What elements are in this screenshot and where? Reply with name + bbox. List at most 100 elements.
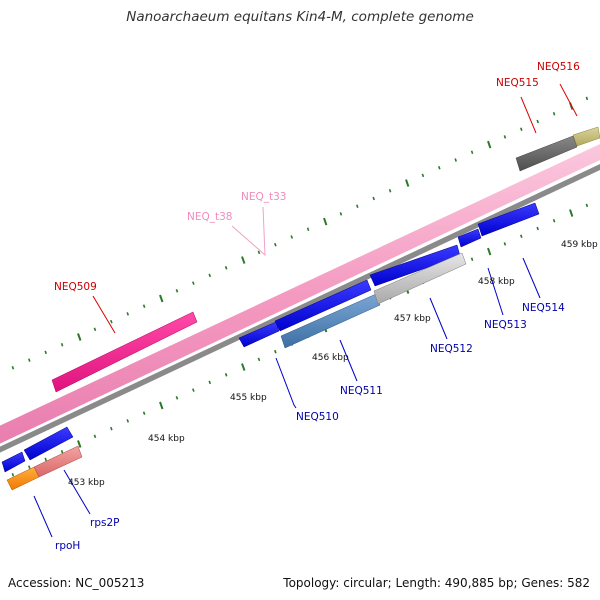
outer-track-tick [175,289,179,293]
leader-neq515 [520,96,537,134]
gene-blue-small-a[interactable] [1,451,26,473]
outer-track-tick [44,350,47,355]
gene-label-neq513[interactable]: NEQ513 [484,319,527,331]
outer-track-tick [257,250,261,255]
accession-text: Accession: NC_005213 [8,576,145,590]
outer-track-tick [159,294,164,303]
inner-track-tick [93,434,97,439]
outer-track-tick [487,140,492,149]
outer-track-tick [192,281,195,285]
outer-track-tick [536,119,539,124]
leader-neq512 [429,297,448,340]
gene-neq516[interactable] [572,126,600,147]
gene-label-rpoh[interactable]: rpoH [55,540,80,552]
outer-track-tick [142,304,146,308]
genes-reverse [1,202,540,491]
gene-blue-mid-a[interactable] [274,279,372,332]
inner-track-tick [520,234,523,238]
backbone [0,144,600,453]
gene-neq510[interactable] [238,321,280,348]
inner-track-tick [159,401,164,410]
outer-track-tick [323,217,328,226]
inner-track-tick [241,363,246,371]
outer-track-tick [224,266,228,270]
gene-label-rps2p[interactable]: rps2P [90,517,119,529]
gene-label-neq509[interactable]: NEQ509 [54,281,97,293]
outer-track-tick [77,333,82,341]
gene-neq512[interactable] [373,252,467,305]
leader-lines [33,83,578,538]
gene-label-neq510[interactable]: NEQ510 [296,411,339,423]
gene-neq514[interactable] [477,202,540,237]
outer-track-tick [93,327,97,332]
outer-track-tick [126,312,130,316]
outer-track-tick [520,127,523,131]
inner-track-tick [585,203,589,208]
gene-label-neq-t38[interactable]: NEQ_t38 [187,211,232,223]
gene-label-neq512[interactable]: NEQ512 [430,343,473,355]
outer-track-tick [421,173,425,178]
inner-track-tick [11,473,15,477]
gene-label-neq516[interactable]: NEQ516 [537,61,580,73]
topology-summary: Topology: circular; Length: 490,885 bp; … [283,576,590,590]
inner-track-tick [175,396,179,400]
gene-neq509[interactable] [51,311,198,393]
outer-track-tick [552,112,556,116]
inner-track-tick [470,257,474,262]
genes-forward [51,126,600,393]
inner-track-tick [142,411,146,415]
gene-neq513[interactable] [457,228,482,248]
outer-track-tick [388,189,392,193]
outer-track-tick [208,273,212,278]
leader-trna [231,206,266,257]
outer-track-tick [356,204,359,208]
inner-track-tick [77,440,82,448]
gene-label-neq515[interactable]: NEQ515 [496,77,539,89]
outer-track-tick [241,256,246,264]
gene-label-neq511[interactable]: NEQ511 [340,385,383,397]
gene-rpoh[interactable] [6,466,40,491]
outer-track-tick [290,235,294,239]
outer-track-tick [454,158,457,162]
outer-track-tick [503,135,507,139]
leader-rpoh [33,495,53,538]
leader-neq514 [522,257,541,299]
inner-track-tick [44,457,47,462]
outer-track-tick [306,227,310,232]
backbone-pink-band [0,144,600,444]
gene-rps2p[interactable] [33,445,83,478]
page-title: Nanoarchaeum equitans Kin4-M, complete g… [126,9,474,25]
kbp-label: 458 kbp [478,277,515,287]
outer-track-tick [11,366,15,370]
kbp-label: 454 kbp [148,434,185,444]
outer-track-tick [470,150,474,155]
kbp-label: 453 kbp [68,478,105,488]
gene-neq511[interactable] [280,293,381,349]
gene-blue-small-b[interactable] [23,426,74,461]
outer-track-tick [438,165,441,170]
outer-track-tick [110,319,113,324]
inner-track-tick [274,349,277,354]
kbp-label: 455 kbp [230,393,267,403]
outer-track-tick [28,358,31,362]
leader-neq513 [487,267,504,316]
outer-track-tick [585,96,589,101]
leader-neq511 [339,339,358,382]
inner-track-tick [224,373,228,377]
inner-track-tick [192,388,195,392]
inner-track-tick [60,449,64,454]
kbp-label: 457 kbp [394,314,431,324]
kbp-labels: 453 kbp 454 kbp 455 kbp 456 kbp 457 kbp … [68,240,598,488]
leader-neq516 [559,83,578,117]
gene-label-neq-t33[interactable]: NEQ_t33 [241,191,286,203]
leader-rps2p [63,469,91,515]
gene-label-neq514[interactable]: NEQ514 [522,302,565,314]
gene-neq515[interactable] [515,135,578,172]
backbone-gray-line [0,164,600,453]
inner-track-tick [257,357,261,362]
gene-labels: NEQ516 NEQ515 NEQ_t33 NEQ_t38 NEQ509 NEQ… [54,61,580,552]
outer-track-tick [405,179,410,187]
outer-track-tick [274,242,277,247]
leader-neq510 [275,357,297,409]
